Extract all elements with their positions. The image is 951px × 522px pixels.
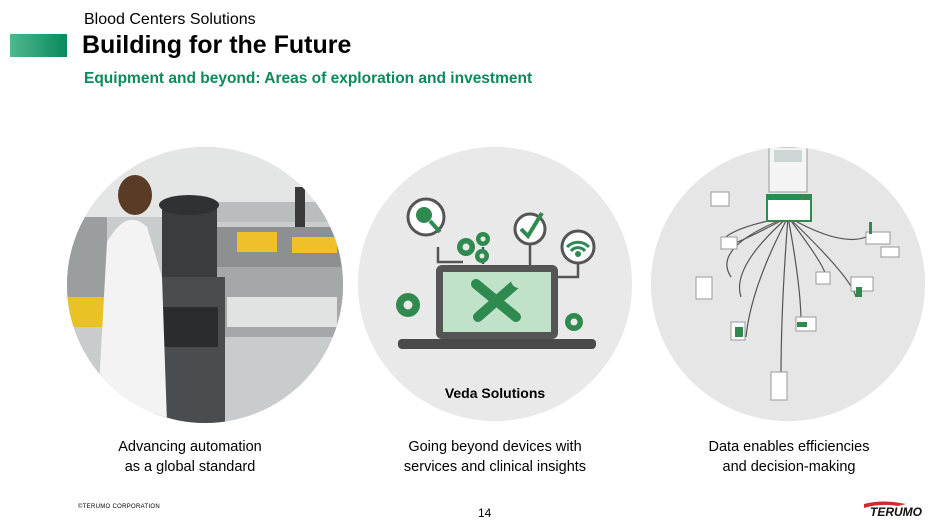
svg-text:TERUMO: TERUMO — [870, 505, 923, 517]
caption-line: services and clinical insights — [403, 459, 587, 475]
page-number: 14 — [478, 506, 492, 520]
caption-line: as a global standard — [124, 459, 256, 475]
caption-line: Data enables efficiencies — [708, 439, 870, 455]
caption-line: and decision-making — [722, 459, 856, 475]
caption-services: Going beyond devices with services and c… — [365, 437, 625, 477]
lab-photo-icon — [67, 147, 343, 423]
terumo-logo: TERUMO — [858, 500, 948, 519]
caption-line: Advancing automation — [118, 439, 262, 455]
network-diagram-icon — [651, 147, 925, 421]
copyright-notice: ©TERUMO CORPORATION — [78, 504, 161, 510]
slide-title: Building for the Future — [82, 31, 352, 59]
caption-line: Going beyond devices with — [408, 439, 582, 455]
laptop-tools-icon: Veda Solutions — [358, 147, 632, 421]
slide-kicker: Blood Centers Solutions — [84, 11, 256, 28]
slide-subtitle: Equipment and beyond: Areas of explorati… — [84, 70, 533, 87]
veda-solutions-badge: Veda Solutions — [444, 385, 546, 401]
caption-data: Data enables efficiencies and decision-m… — [659, 437, 919, 477]
caption-automation: Advancing automation as a global standar… — [60, 437, 320, 477]
accent-bar — [10, 34, 67, 57]
